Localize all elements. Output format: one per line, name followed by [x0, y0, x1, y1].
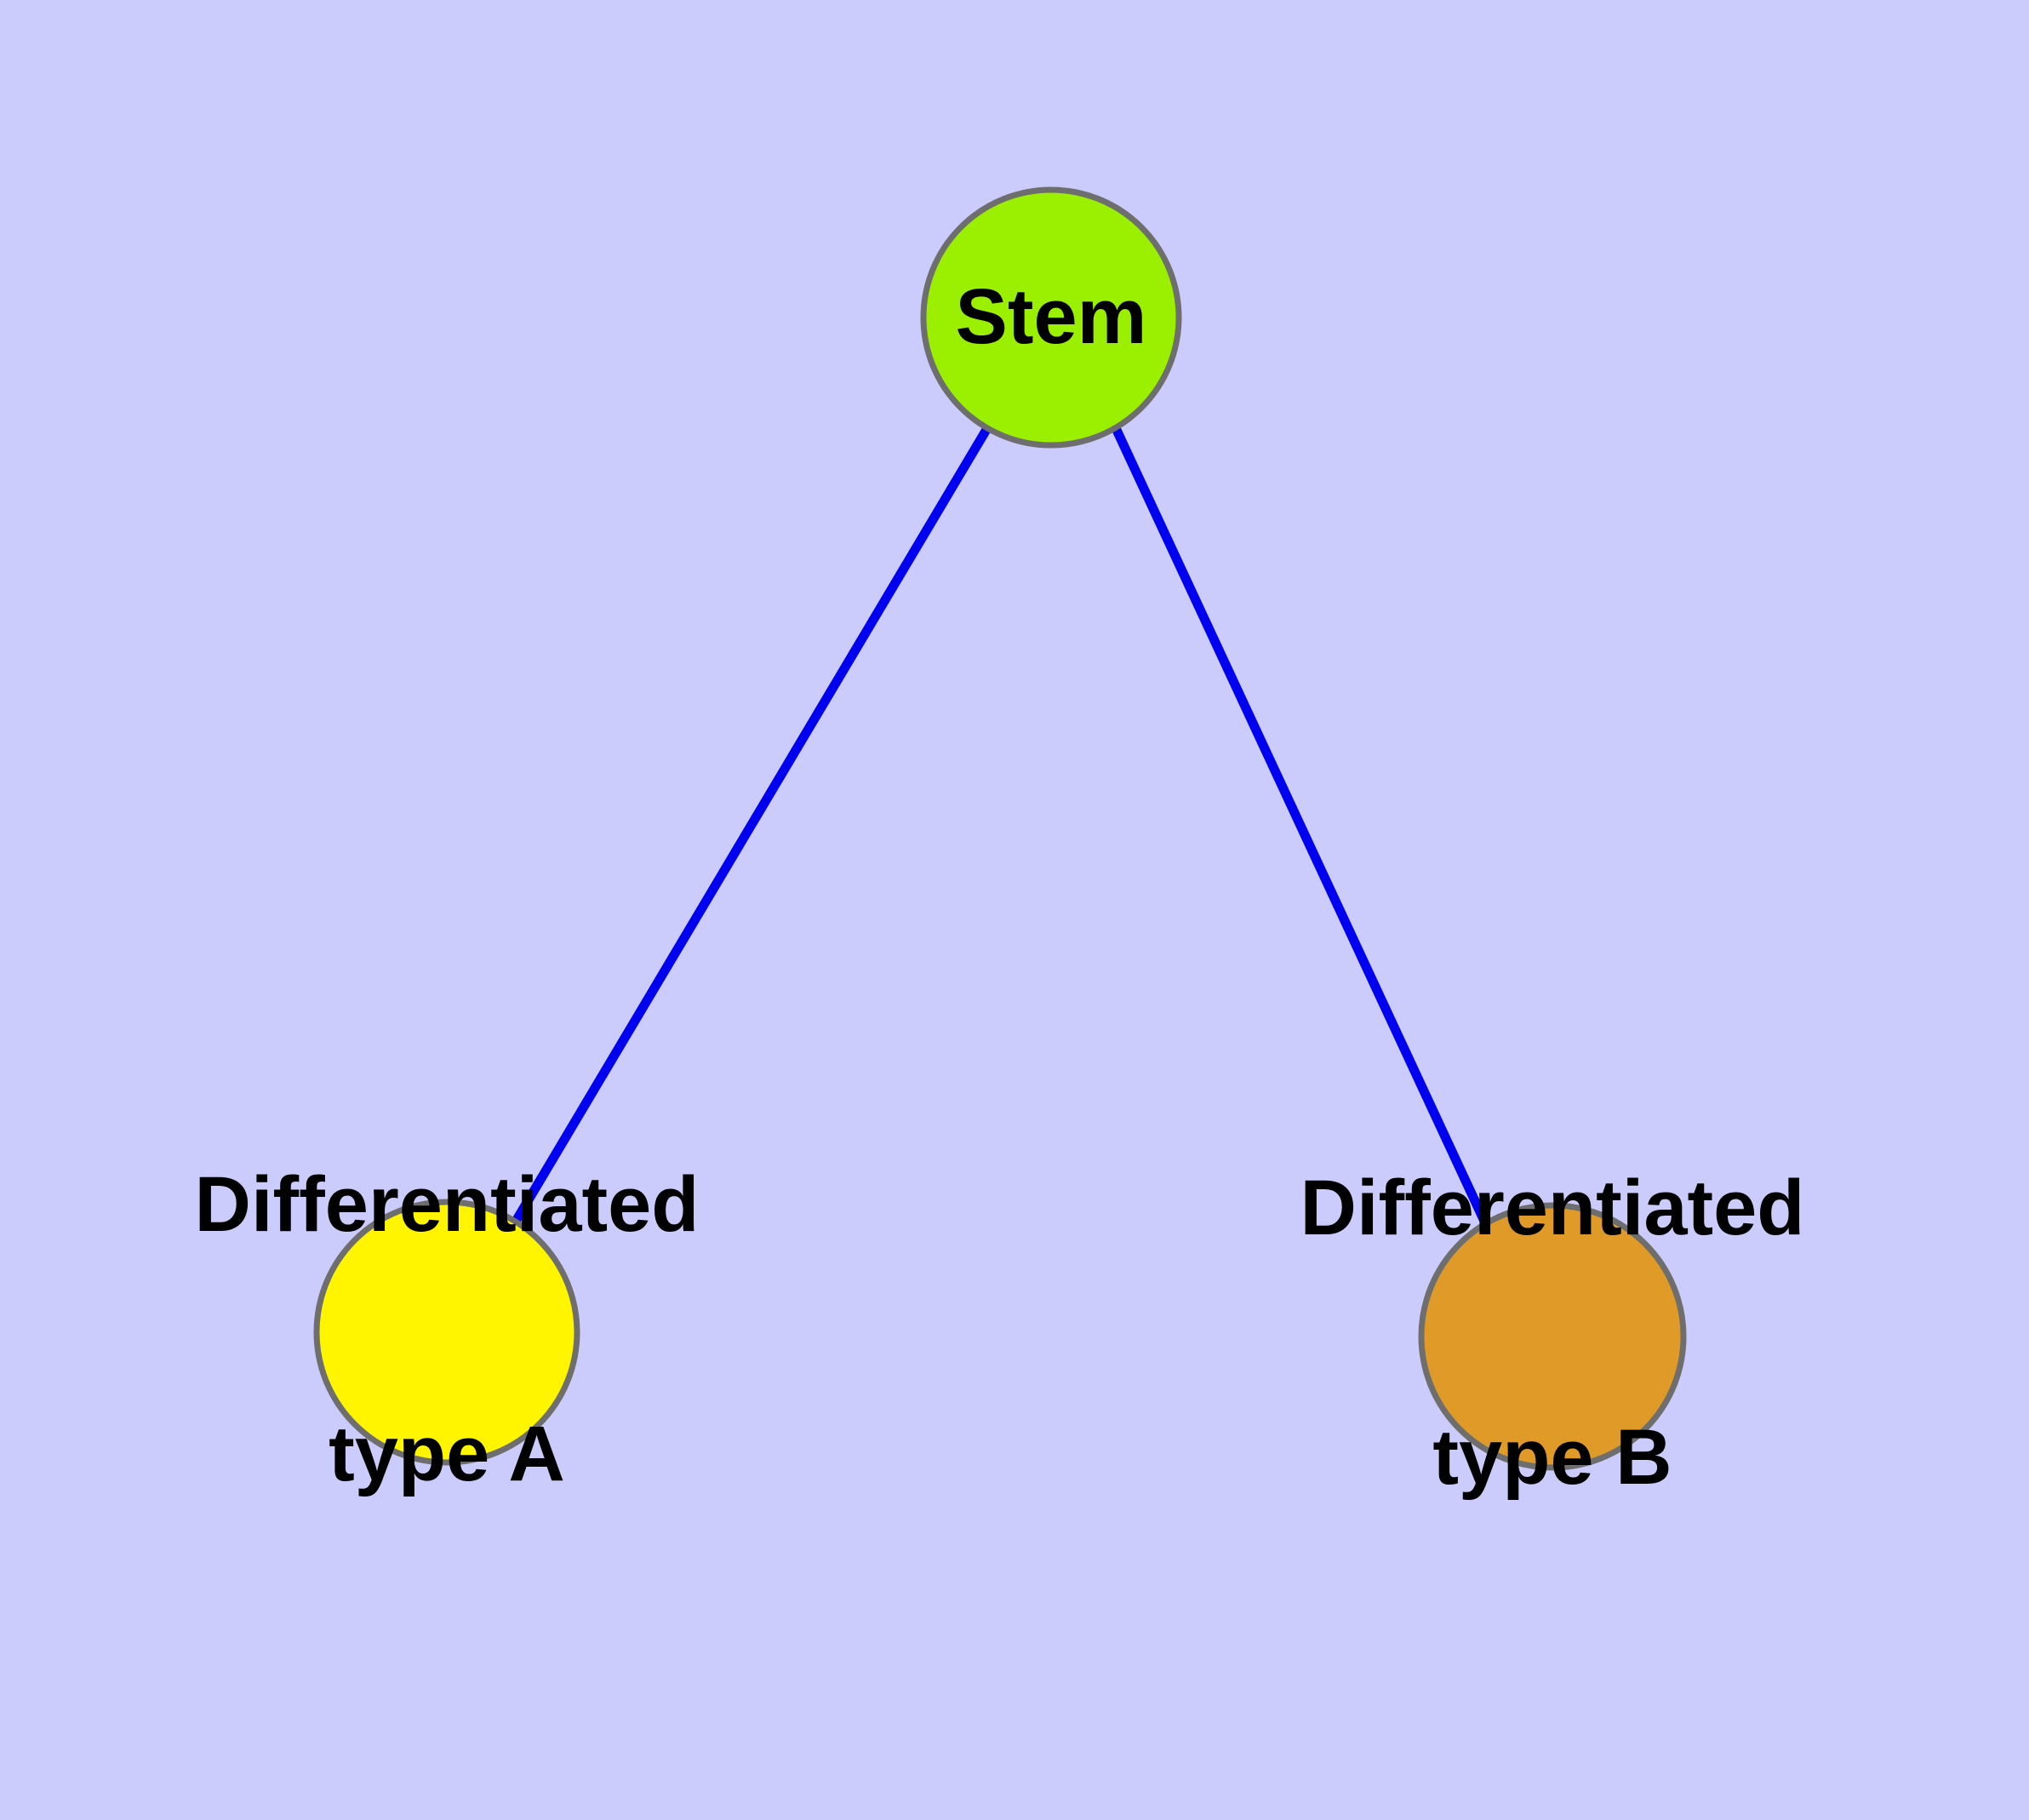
- nodes-group: [313, 186, 1687, 1471]
- edges-group: [507, 426, 1492, 1231]
- node-differentiated-type-a-circle[interactable]: [313, 1199, 580, 1466]
- edge-stem-to-differentiated-type-a[interactable]: [507, 426, 992, 1231]
- node-differentiated-type-b-circle[interactable]: [1418, 1202, 1687, 1471]
- node-stem-circle[interactable]: [920, 186, 1182, 449]
- edge-stem-to-differentiated-type-b[interactable]: [1112, 426, 1492, 1231]
